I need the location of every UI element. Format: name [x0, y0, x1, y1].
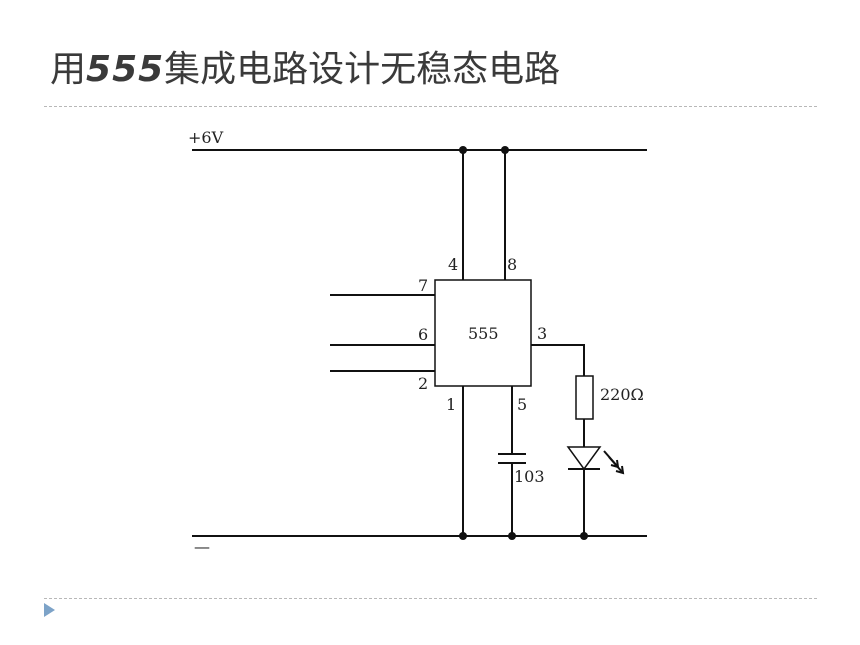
- title-prefix: 用: [50, 49, 87, 90]
- pin-7-label: 7: [418, 276, 428, 295]
- led-icon: [566, 446, 602, 471]
- resistor-label: 220Ω: [600, 385, 644, 404]
- led-light-arrow: [608, 456, 624, 474]
- title-number: 555: [86, 49, 165, 90]
- junction-dot: [459, 146, 467, 154]
- junction-dot: [459, 532, 467, 540]
- led-light-arrowhead: [615, 465, 625, 475]
- pin-1-label: 1: [446, 395, 456, 414]
- pin-6-label: 6: [418, 325, 428, 344]
- output-wire: [531, 344, 585, 376]
- supply-label: +6V: [188, 128, 224, 147]
- junction-dot: [580, 532, 588, 540]
- title-suffix: 集成电路设计无稳态电路: [164, 49, 561, 90]
- resistor: [575, 375, 594, 420]
- pin-5-label: 5: [517, 395, 527, 414]
- junction-dot: [508, 532, 516, 540]
- bottom-divider: [44, 598, 817, 599]
- junction-dot: [501, 146, 509, 154]
- bullet-arrow-icon: [44, 603, 55, 617]
- chip-555: [434, 279, 532, 387]
- pin-8-label: 8: [507, 255, 517, 274]
- top-divider: [44, 106, 817, 107]
- pin-2-label: 2: [418, 374, 428, 393]
- chip-label: 555: [468, 324, 499, 343]
- capacitor-label: 103: [514, 467, 545, 486]
- pin-4-label: 4: [448, 255, 458, 274]
- page-title: 用555集成电路设计无稳态电路: [50, 48, 560, 92]
- pin-3-label: 3: [537, 324, 547, 343]
- ground-label: —: [194, 537, 210, 556]
